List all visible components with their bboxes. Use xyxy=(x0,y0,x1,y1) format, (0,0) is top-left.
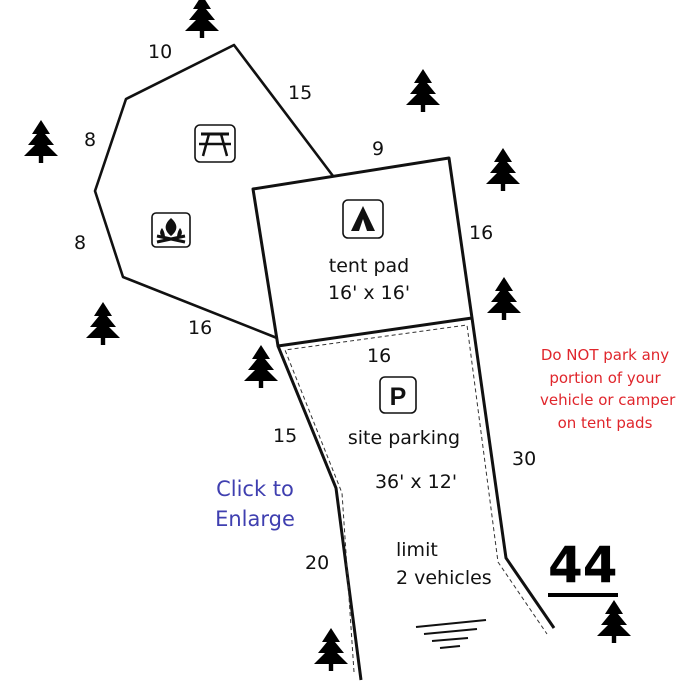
enlarge-link-line[interactable]: Enlarge xyxy=(215,507,295,532)
tree-icon xyxy=(24,120,58,163)
tent-pad-size: 16' x 16' xyxy=(327,282,411,304)
tree-icon xyxy=(406,69,440,112)
tree-icon xyxy=(185,0,219,38)
dimension-label: 15 xyxy=(273,425,298,447)
parking-size: 36' x 12' xyxy=(374,471,458,493)
dimension-label: 8 xyxy=(74,232,87,254)
parking-label: site parking xyxy=(347,427,461,449)
dimension-label: 9 xyxy=(372,138,385,160)
parking-warning: Do NOT park any portion of your vehicle … xyxy=(540,344,676,434)
tent-icon xyxy=(342,199,384,239)
parking-limit-label: limit xyxy=(396,539,438,561)
parking-dashed-border xyxy=(284,324,548,673)
site-number-underline xyxy=(548,593,618,597)
click-to-enlarge-link[interactable]: Click to Enlarge xyxy=(208,474,302,535)
entrance-marker xyxy=(415,619,487,649)
tree-icon xyxy=(314,628,348,671)
dimension-label: 16 xyxy=(469,222,494,244)
warning-line: vehicle or camper xyxy=(540,391,676,409)
dimension-label: 16 xyxy=(367,345,392,367)
dimension-label: 30 xyxy=(512,448,537,470)
tree-icon xyxy=(86,302,120,345)
tree-icon xyxy=(487,277,521,320)
picnic-table-icon xyxy=(194,124,236,163)
svg-text:P: P xyxy=(390,383,407,411)
tree-icon xyxy=(486,148,520,191)
tree-icon xyxy=(597,600,631,643)
site-number: 44 xyxy=(548,536,618,594)
campfire-icon xyxy=(151,212,191,248)
enlarge-link-line[interactable]: Click to xyxy=(216,477,294,501)
parking-limit-count: 2 vehicles xyxy=(396,567,492,589)
warning-line: portion of your xyxy=(549,368,661,387)
tree-icon xyxy=(244,345,278,388)
tent-pad-label: tent pad xyxy=(328,255,410,277)
picnic-area-outline xyxy=(93,43,335,340)
dimension-label: 16 xyxy=(188,317,213,339)
dimension-label: 8 xyxy=(84,129,97,151)
parking-icon: P xyxy=(379,376,417,414)
warning-line: Do NOT park any xyxy=(540,346,670,364)
dimension-label: 15 xyxy=(288,82,313,104)
warning-line: on tent pads xyxy=(557,413,653,432)
parking-right-edge xyxy=(470,317,556,629)
dimension-label: 10 xyxy=(148,41,173,63)
tent-pad-outline xyxy=(251,156,474,348)
parking-left-edge xyxy=(276,345,363,681)
dimension-label: 20 xyxy=(305,552,330,574)
